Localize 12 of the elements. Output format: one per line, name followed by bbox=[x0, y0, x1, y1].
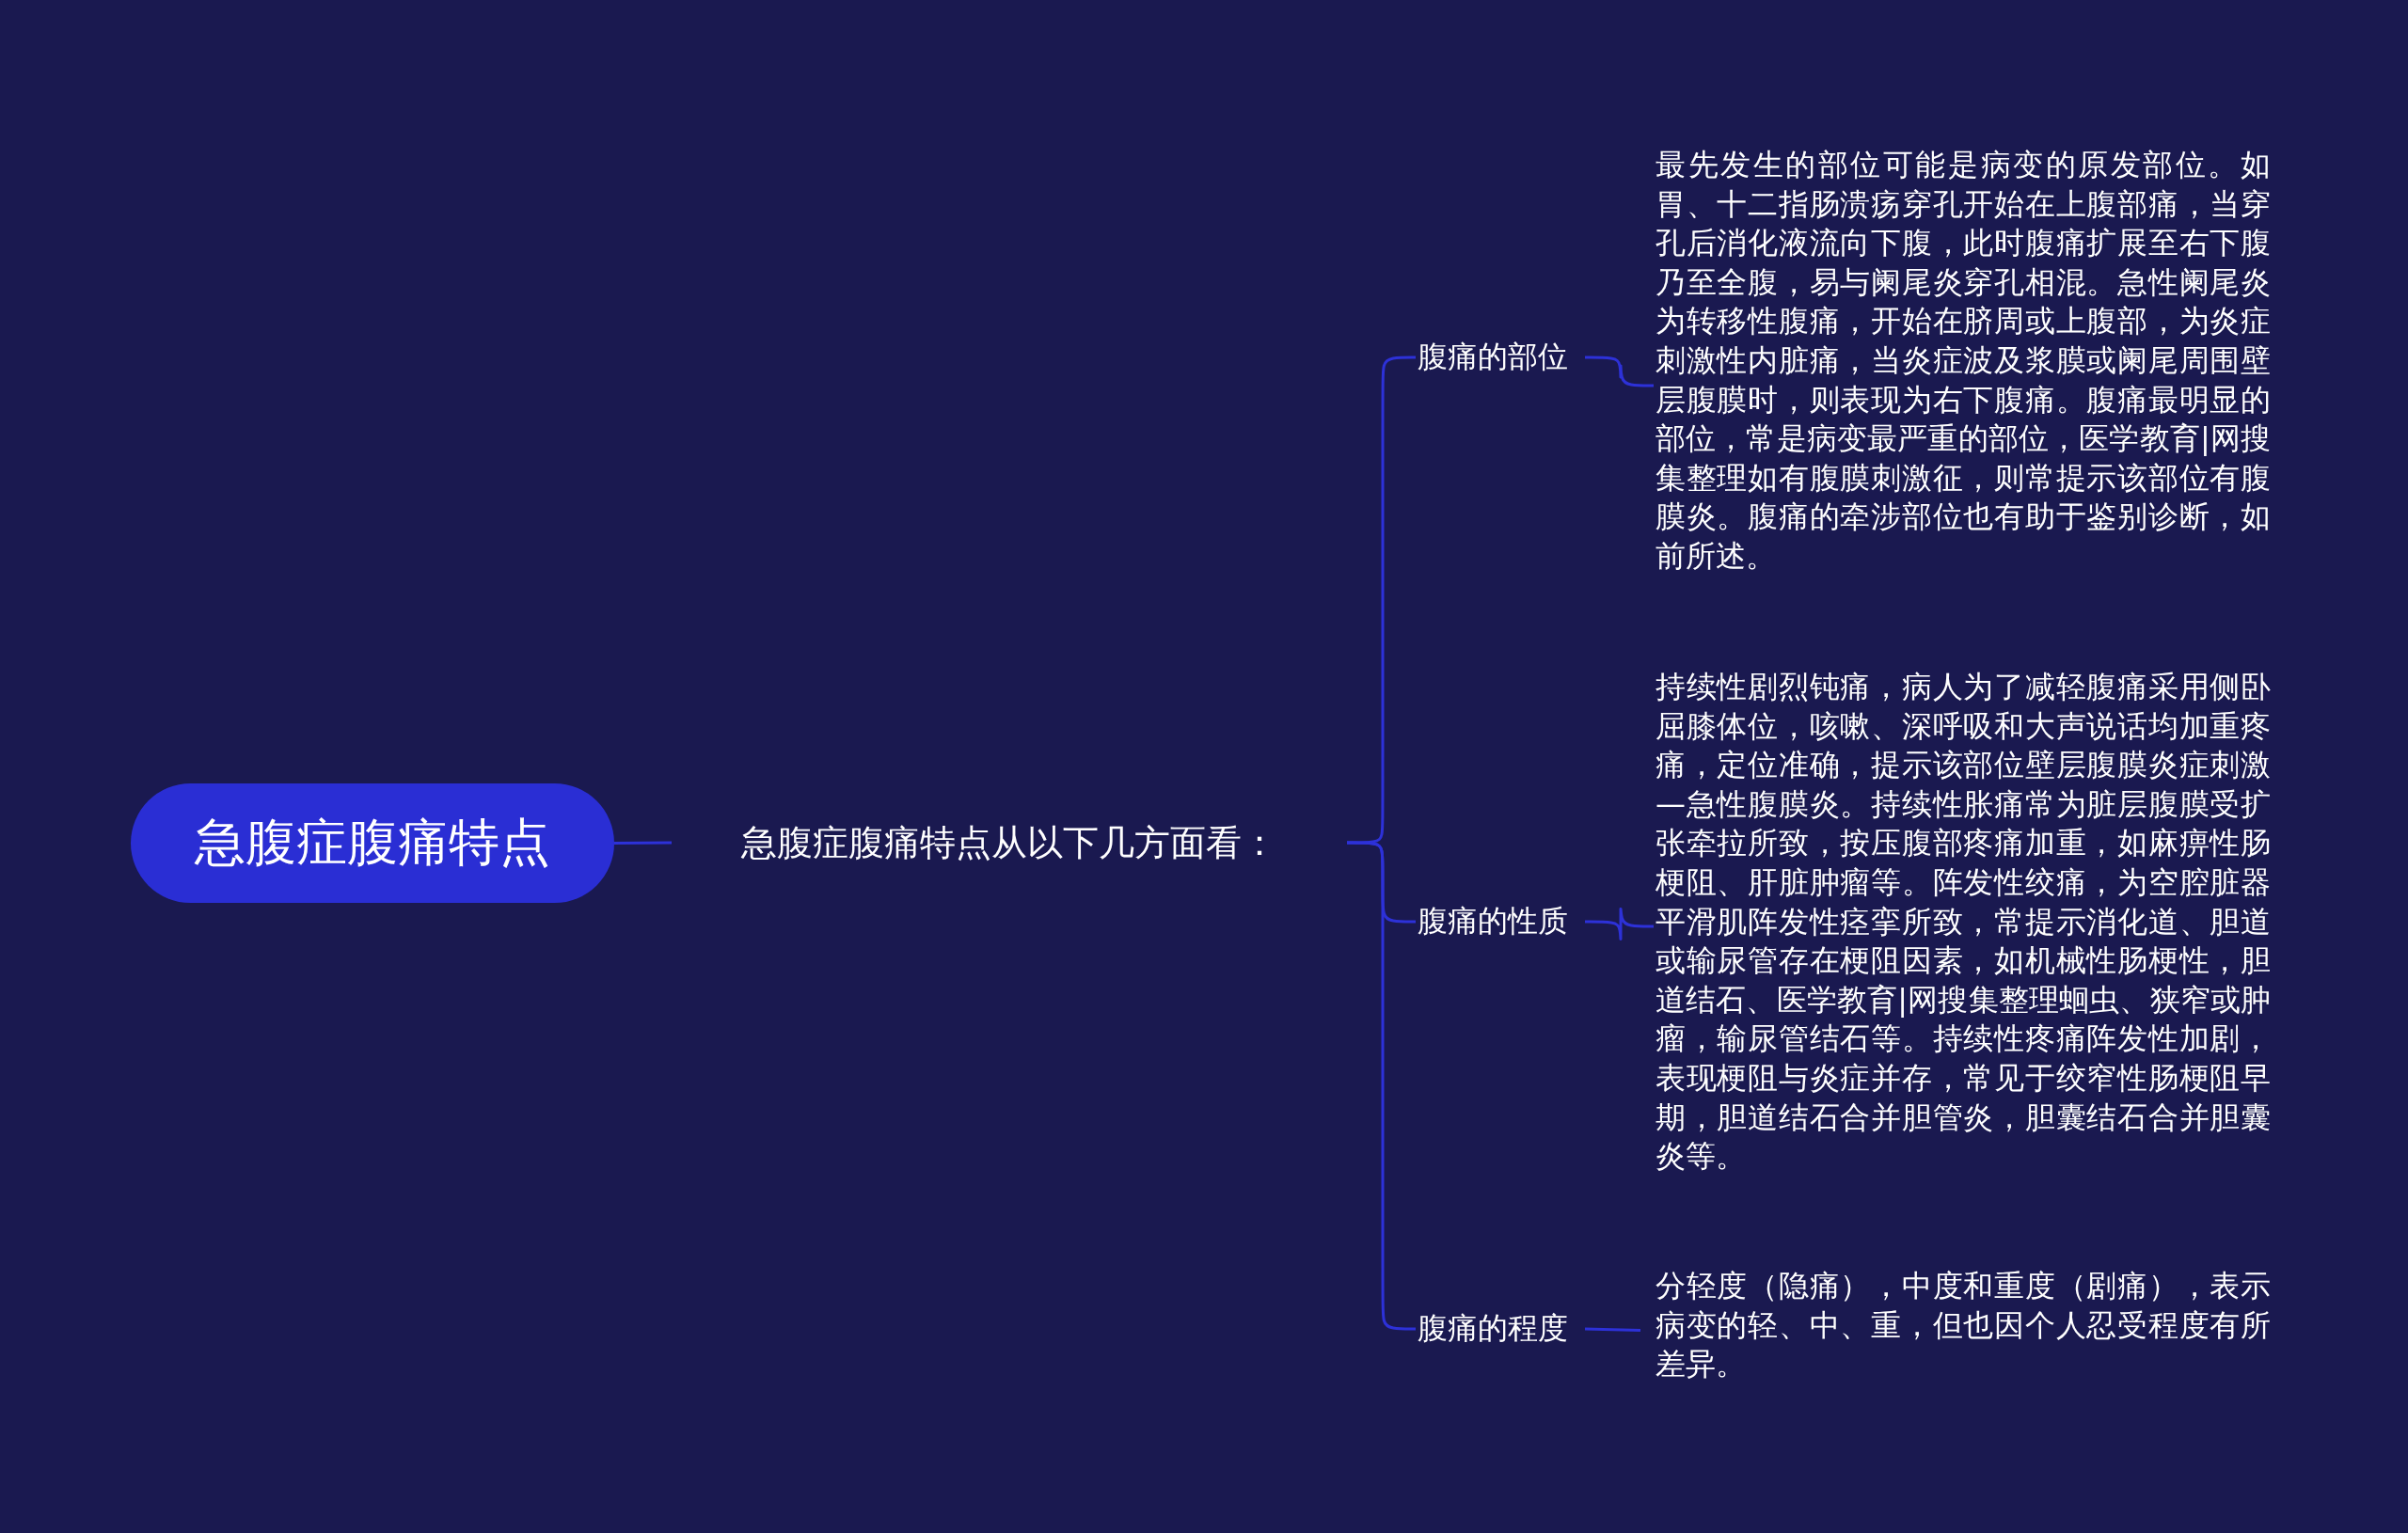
connector-line bbox=[1584, 1327, 1641, 1332]
connector-line bbox=[1585, 909, 1654, 940]
detail-text: 分轻度（隐痛），中度和重度（剧痛），表示病变的轻、中、重，但也因个人忍受程度有所差异。 bbox=[1640, 1267, 2271, 1394]
branch-label: 腹痛的程度 bbox=[1402, 1308, 1585, 1350]
detail-text: 最先发生的部位可能是病变的原发部位。如胃、十二指肠溃疡穿孔开始在上腹部痛，当穿孔后消化液流向下腹，此时腹痛扩展至右下腹乃至全腹，易与阑尾炎穿孔相混。急性阑尾炎为转移性腹痛，开始在脐周或上腹部，为炎症刺激性内脏痛，当炎症波及浆膜或阑尾周围壁层腹膜时，则表现为右下腹痛。腹痛最明显的部位，常是病变最严重的部位，医学教育|网搜集整理如有腹膜刺激征，则常提示该部位有腹膜炎。腹痛的牵涉部位也有助于鉴别诊断，如前所述。 bbox=[1640, 146, 2271, 625]
connector-line bbox=[1585, 356, 1654, 387]
detail-text: 持续性剧烈钝痛，病人为了减轻腹痛采用侧卧屈膝体位，咳嗽、深呼吸和大声说话均加重疼痛，定位准确，提示该部位壁层腹膜炎症刺激—急性腹膜炎。持续性胀痛常为脏层腹膜受扩张牵拉所致，按压腹部疼痛加重，如麻痹性肠梗阻、肝脏肿瘤等。阵发性绞痛，为空腔脏器平滑肌阵发性痉挛所致，常提示消化道、胆道或输尿管存在梗阻因素，如机械性肠梗性，胆道结石、医学教育|网搜集整理蛔虫、狭窄或肿瘤，输尿管结石等。持续性疼痛阵发性加剧，表现梗阻与炎症并存，常见于绞窄性肠梗阻早期，胆道结石合并胆管炎，胆囊结石合并胆囊炎等。 bbox=[1640, 668, 2271, 1185]
subtopic-text: 急腹症腹痛特点从以下几方面看： bbox=[672, 814, 1347, 871]
topic-pill: 急腹症腹痛特点 bbox=[131, 783, 614, 903]
branch-label: 腹痛的性质 bbox=[1402, 901, 1585, 942]
branch-label: 腹痛的部位 bbox=[1402, 337, 1585, 378]
connector-line bbox=[614, 841, 672, 845]
